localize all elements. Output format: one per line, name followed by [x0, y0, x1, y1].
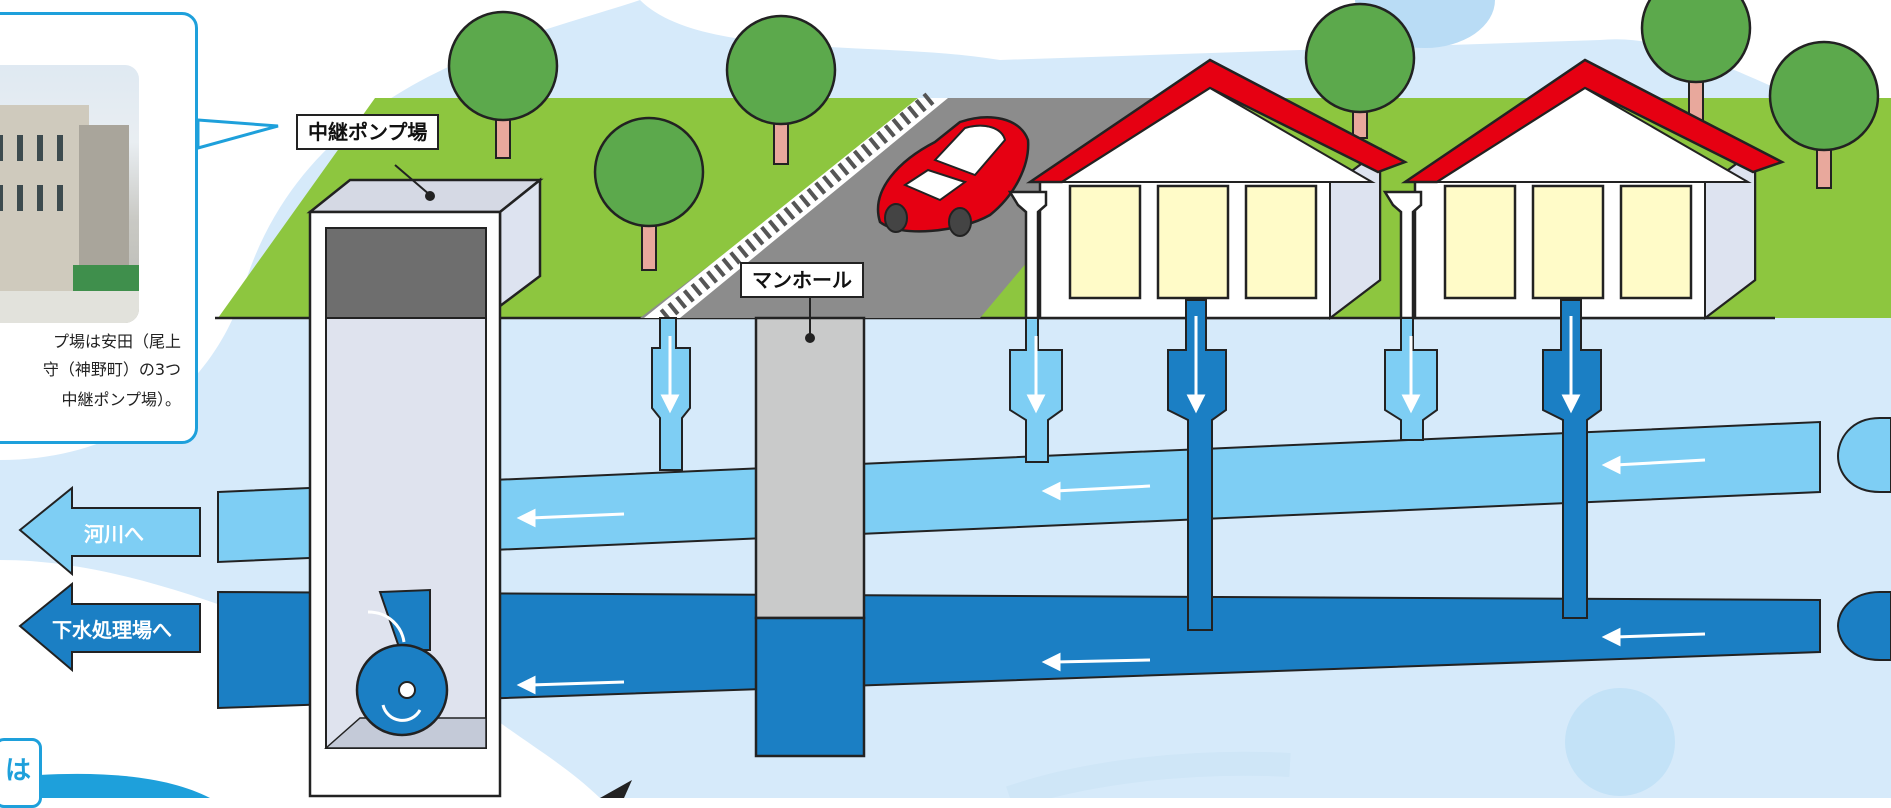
- pipe-end-cap: [1836, 417, 1891, 493]
- sewage-inlet: [1542, 299, 1602, 619]
- flow-arrows: [516, 316, 1706, 695]
- callout-text-line: プ場は安田（尾上: [52, 332, 181, 351]
- callout-pointer: [196, 118, 279, 150]
- pump-rotation-arrows: [367, 610, 422, 722]
- pump-station-roof-opening: [325, 227, 487, 319]
- teal-wave: [0, 773, 210, 798]
- house: [1382, 58, 1786, 321]
- callout-text-line: 中継ポンプ場）。: [61, 390, 181, 409]
- sewage-inlet: [1167, 299, 1227, 631]
- leader-dot: [805, 333, 815, 343]
- pipe-end-cap: [1836, 591, 1891, 661]
- river-arrow-label: 河川へ: [84, 522, 144, 546]
- car: [876, 116, 1030, 237]
- rainwater-pipe: [217, 420, 1821, 564]
- tree: [725, 14, 837, 165]
- wave-line: [1006, 751, 1291, 798]
- relay-pump-label: 中継ポンプ場: [296, 114, 440, 150]
- tree: [593, 116, 705, 271]
- leader-line: [394, 164, 431, 196]
- tree: [1640, 0, 1752, 121]
- leader-dot: [425, 191, 435, 201]
- water-drop-decor: [1565, 688, 1675, 796]
- treatment-arrow-label: 下水処理場へ: [52, 618, 172, 642]
- curb-hatch: [657, 92, 935, 324]
- manhole-label: マンホール: [740, 262, 864, 298]
- house: [1007, 58, 1409, 321]
- sewage-pipe: [217, 590, 1821, 710]
- pump-station-callout: プ場は安田（尾上 守（神野町）の3つ 中継ポンプ場）。: [0, 12, 198, 444]
- callout-text-line: 守（神野町）の3つ: [42, 360, 181, 379]
- manhole-shaft: [754, 316, 866, 620]
- pump-outlet: [378, 588, 431, 651]
- manhole-sump: [754, 616, 866, 758]
- tree: [1304, 2, 1416, 139]
- tree: [447, 10, 559, 159]
- partial-arrow: [600, 780, 632, 798]
- treatment-arrow: [18, 581, 201, 673]
- pump-station-photo: [0, 65, 139, 323]
- tree: [1768, 40, 1880, 189]
- river-arrow: [18, 485, 201, 577]
- pump-hub: [398, 681, 416, 699]
